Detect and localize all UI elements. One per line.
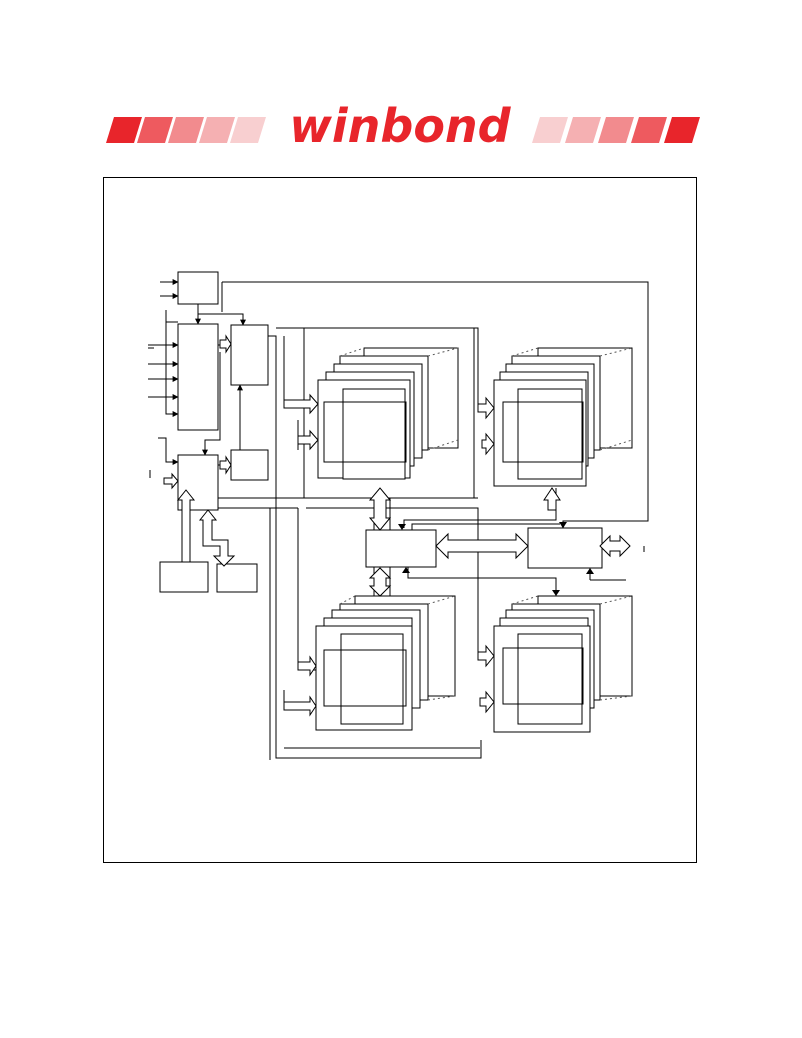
winbond-logo: winbond	[106, 100, 700, 153]
perspective-lines	[339, 347, 633, 701]
mode-register-block	[230, 449, 269, 481]
logo-stripes-right	[532, 117, 700, 143]
address-buffer-block	[177, 454, 219, 511]
bank1	[493, 347, 633, 487]
bank3	[493, 595, 633, 733]
refresh-counter-block	[159, 561, 209, 593]
logo-stripe	[631, 117, 667, 143]
dq-buffer-block	[527, 527, 603, 569]
logo-stripe	[565, 117, 601, 143]
bank2	[315, 595, 456, 731]
logo-stripe	[168, 117, 204, 143]
logo-stripe	[106, 117, 142, 143]
logo-stripe	[598, 117, 634, 143]
logo-stripe	[230, 117, 266, 143]
input-line-a10	[158, 437, 179, 465]
address-bus	[218, 497, 478, 509]
input-line-dqm	[165, 310, 179, 417]
small-arrowheads	[398, 522, 594, 596]
logo-stripe	[664, 117, 700, 143]
data-control-block	[365, 529, 437, 568]
logo-wordmark: winbond	[289, 100, 511, 153]
clock-buffer-block	[177, 271, 219, 305]
ctrl-to-banks-line	[268, 335, 482, 759]
logo-stripe	[137, 117, 173, 143]
column-counter-block	[216, 563, 258, 593]
logo-stripe	[532, 117, 568, 143]
control-signal-generator-block	[230, 324, 269, 386]
bus-arrows	[163, 334, 631, 717]
command-decoder-block	[177, 323, 219, 431]
logo-stripe	[199, 117, 235, 143]
logo-stripes-left	[106, 117, 266, 143]
dqm-line	[589, 568, 626, 581]
bank0	[303, 327, 475, 499]
row-bus-bank0	[283, 336, 304, 405]
ctrl-feedback-line	[202, 352, 221, 456]
diagram-frame	[103, 177, 697, 863]
